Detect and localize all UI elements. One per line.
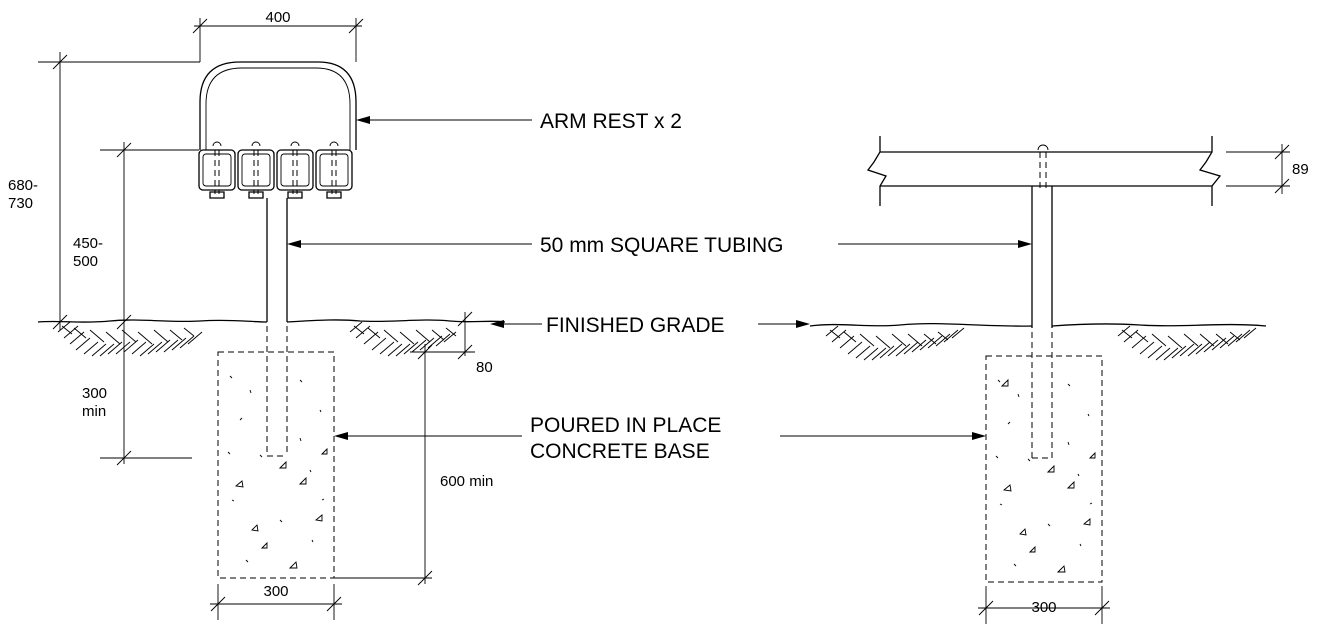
callout-finished-grade: FINISHED GRADE (546, 314, 725, 337)
dim-footing-width-left: 300 (210, 583, 342, 620)
callout-concrete-base-line1: POURED IN PLACE (530, 414, 721, 437)
right-detail: 89 300 (809, 136, 1309, 624)
dim-300min-label-1: 300 (82, 385, 107, 402)
dim-500-label: 500 (73, 253, 98, 270)
dim-400-label: 400 (265, 9, 290, 26)
dim-80-label: 80 (476, 359, 493, 376)
dim-seat-height: 450- 500 300 min (73, 142, 199, 466)
dim-overall-height: 680- 730 (8, 52, 200, 330)
dim-680-label: 680- (8, 177, 38, 194)
dim-footing-width-right: 300 (978, 586, 1110, 624)
finished-grade-line-left (37, 319, 506, 323)
dim-300-left-label: 300 (263, 583, 288, 600)
finished-grade-line-right (809, 322, 1267, 327)
callout-arm-rest: ARM REST x 2 (540, 110, 682, 133)
dim-89-label: 89 (1292, 161, 1309, 178)
dim-450-label: 450- (73, 235, 103, 252)
earth-hatch-right (825, 325, 1257, 361)
dim-730-label: 730 (8, 195, 33, 212)
earth-hatch-left (57, 321, 457, 357)
left-detail: 400 680- 730 450- 500 300 min 80 (8, 9, 506, 620)
square-tubing-post-left (266, 198, 288, 457)
dim-300-right-label: 300 (1031, 599, 1056, 616)
dim-300min-label-2: min (82, 403, 106, 420)
bench-member (866, 136, 1222, 206)
dim-footing-depth: 600 min (334, 344, 493, 586)
dim-arm-rest-width: 400 (192, 9, 364, 62)
callout-concrete-base-line2: CONCRETE BASE (530, 440, 710, 463)
concrete-base-right (985, 355, 1103, 583)
dim-member-depth: 89 (1226, 144, 1309, 194)
seat-slats (198, 141, 353, 199)
dim-grade-offset: 80 (410, 311, 493, 376)
callout-square-tubing: 50 mm SQUARE TUBING (540, 234, 784, 257)
callout-leaders (287, 116, 1032, 440)
dim-600min-label: 600 min (440, 473, 493, 490)
square-tubing-post-right (1031, 186, 1053, 459)
concrete-base-left (217, 351, 335, 579)
arm-rest (199, 61, 357, 150)
